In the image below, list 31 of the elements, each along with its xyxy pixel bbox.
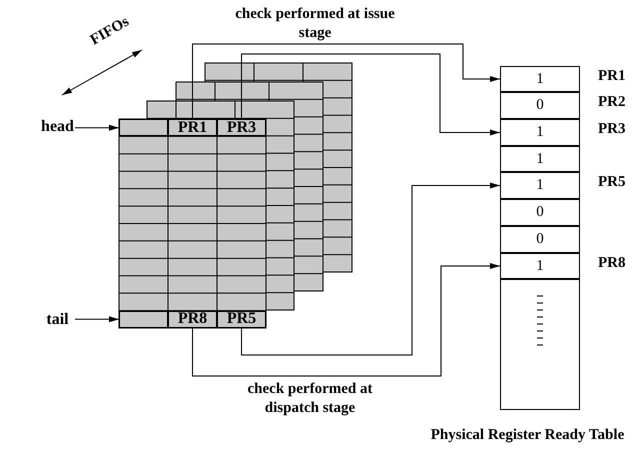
fifo-entry: PR8 (168, 310, 217, 328)
fifo-entry: PR5 (217, 310, 266, 328)
ready-bit-cell: 1 (500, 66, 580, 92)
arrow (241, 54, 500, 136)
arrow (74, 124, 120, 131)
arrow (74, 316, 120, 322)
ready-bit-cell: 1 (500, 253, 580, 279)
arrow (241, 182, 500, 356)
table-title: Physical Register Ready Table (430, 426, 626, 445)
register-name-label: PR8 (598, 254, 626, 273)
ready-bit-cell: 1 (500, 119, 580, 146)
ready-bit-cell: 0 (500, 199, 580, 226)
fifo-entry (119, 310, 168, 328)
ready-bit-cell: 1 (500, 172, 580, 199)
arrow (192, 263, 500, 376)
register-name-label: PR3 (598, 120, 626, 139)
ready-bit-cell: 0 (500, 226, 580, 253)
annotation-text: check performed at issue stage (235, 5, 395, 43)
ready-bit-cell: 0 (500, 92, 580, 119)
register-name-label: PR2 (598, 93, 626, 112)
fifo-entry: PR1 (168, 119, 217, 136)
fifo-entry: PR3 (217, 119, 266, 136)
register-name-label: PR5 (598, 173, 626, 192)
pointer-label: head (40, 118, 75, 136)
ready-bit-cell: 1 (500, 146, 580, 172)
table-cell-area (500, 279, 580, 410)
fifo-entry (119, 119, 168, 136)
pointer-label: tail (40, 311, 75, 329)
annotation-text: check performed at dispatch stage (246, 380, 374, 418)
arrow (192, 44, 500, 120)
register-name-label: PR1 (598, 67, 626, 86)
